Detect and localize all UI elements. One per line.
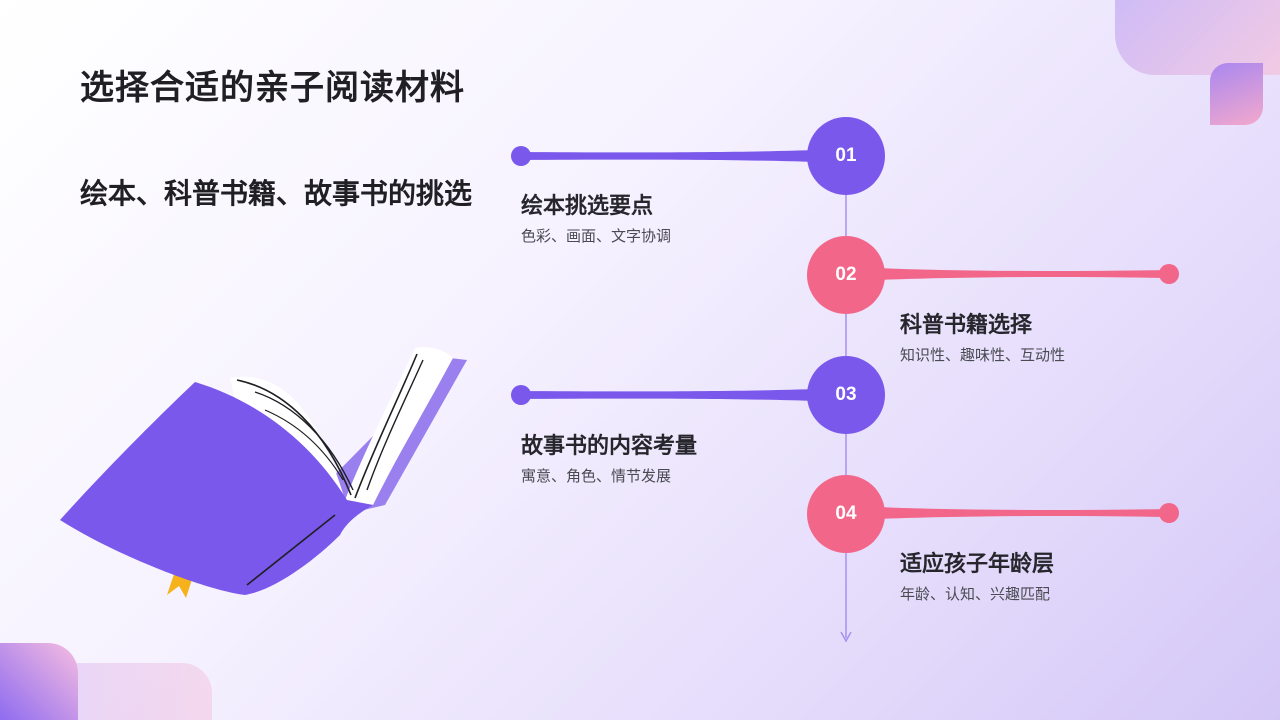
item-desc-01: 色彩、画面、文字协调 xyxy=(521,225,671,246)
item-desc-02: 知识性、趣味性、互动性 xyxy=(900,344,1065,365)
timeline-node-02: 02 xyxy=(807,236,885,314)
timeline-node-01: 01 xyxy=(807,117,885,195)
item-title-03: 故事书的内容考量 xyxy=(521,428,697,460)
connector-04 xyxy=(877,503,1179,523)
item-title-01: 绘本挑选要点 xyxy=(521,188,653,220)
connector-01 xyxy=(511,146,815,166)
item-title-04: 适应孩子年龄层 xyxy=(900,546,1054,578)
timeline-node-04: 04 xyxy=(807,475,885,553)
item-desc-03: 寓意、角色、情节发展 xyxy=(521,465,671,486)
timeline-node-03: 03 xyxy=(807,356,885,434)
connector-03 xyxy=(511,385,815,405)
item-desc-04: 年龄、认知、兴趣匹配 xyxy=(900,583,1050,604)
connector-02 xyxy=(877,264,1179,284)
item-title-02: 科普书籍选择 xyxy=(900,307,1032,339)
